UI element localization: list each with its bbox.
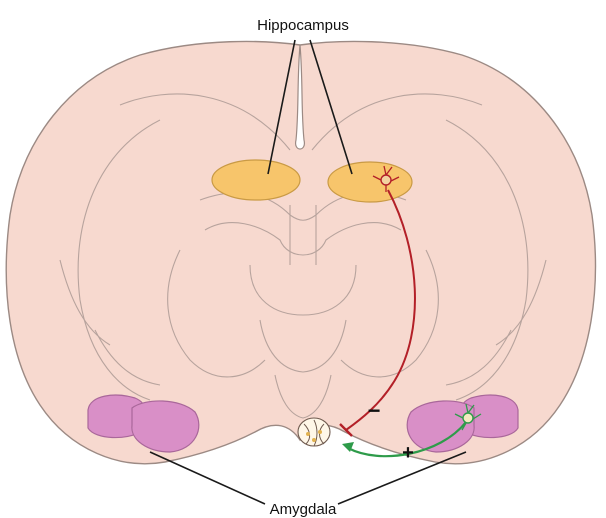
hippocampus-right (328, 162, 412, 202)
hippocampus-label: Hippocampus (257, 17, 349, 34)
hippocampus-left (212, 160, 300, 200)
excitatory-sign: + (402, 442, 414, 464)
hypothalamus-nucleus (298, 418, 330, 446)
inhibitory-sign: − (368, 398, 381, 423)
amygdala-label: Amygdala (270, 501, 337, 518)
amygdala-leader-lines (150, 452, 466, 504)
